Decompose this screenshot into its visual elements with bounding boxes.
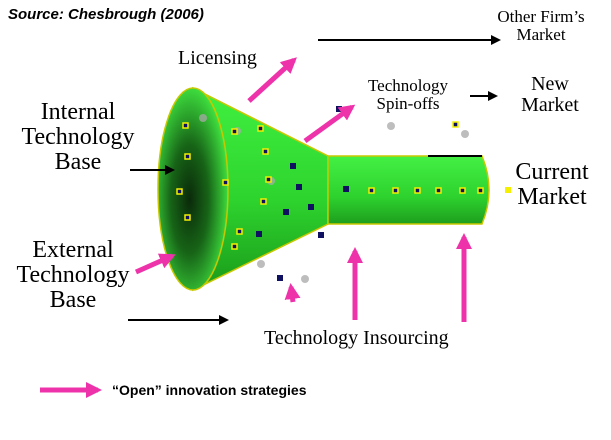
label-line: Base — [54, 149, 102, 176]
idea-dot — [260, 198, 267, 205]
fuzzy-dot — [301, 275, 309, 283]
label-line: Technology — [21, 124, 135, 151]
label-line: Base — [49, 287, 97, 314]
label-line: New — [531, 73, 569, 95]
funnel-mouth — [157, 87, 229, 291]
arrow-insourcing-1 — [284, 283, 301, 303]
idea-dot — [222, 179, 229, 186]
idea-dot — [435, 187, 442, 194]
arrow-external-inflow — [134, 253, 176, 275]
funnel-tube — [327, 155, 490, 225]
label-line: Market — [516, 24, 566, 44]
idea-dot — [176, 188, 183, 195]
idea-dot — [290, 163, 296, 169]
label-line: External — [32, 237, 114, 263]
source-citation: Source: Chesbrough (2006) — [8, 6, 204, 23]
label-technology-spin-offs: Technology Spin-offs — [352, 77, 464, 113]
black-arrows — [128, 35, 501, 325]
arrow-licensing — [247, 57, 297, 103]
arrow-spin-offs — [303, 104, 356, 144]
fuzzy-dot — [199, 114, 207, 122]
label-line: Technology — [367, 76, 448, 95]
idea-dot — [296, 184, 302, 190]
label-technology-insourcing: Technology Insourcing — [264, 327, 449, 349]
fuzzy-dot — [461, 130, 469, 138]
idea-dot — [343, 186, 349, 192]
fuzzy-dot — [387, 122, 395, 130]
idea-dot — [184, 214, 191, 221]
legend-label: “Open” innovation strategies — [112, 382, 307, 398]
label-line: Technology — [16, 262, 130, 289]
label-other-firms-market: Other Firm’s Market — [478, 8, 604, 44]
label-new-market: New Market — [500, 74, 600, 116]
idea-dot — [262, 148, 269, 155]
idea-dot — [277, 275, 283, 281]
idea-dot — [182, 122, 189, 129]
idea-dot — [318, 232, 324, 238]
label-external-technology-base: External Technology Base — [0, 237, 146, 314]
idea-dot — [477, 187, 484, 194]
fuzzy-dot — [257, 260, 265, 268]
label-line: Market — [517, 184, 587, 211]
idea-dot — [368, 187, 375, 194]
idea-dot — [257, 125, 264, 132]
idea-dot — [336, 106, 342, 112]
funnel — [157, 86, 490, 292]
label-current-market: Current Market — [500, 159, 604, 211]
idea-dot — [452, 121, 459, 128]
idea-dot — [231, 243, 238, 250]
label-internal-technology-base: Internal Technology Base — [8, 99, 148, 176]
idea-dot — [184, 153, 191, 160]
idea-dot — [265, 176, 272, 183]
label-line: Current — [515, 159, 589, 185]
idea-dot — [392, 187, 399, 194]
label-licensing: Licensing — [178, 47, 257, 69]
idea-dot — [231, 128, 238, 135]
idea-dot — [236, 228, 243, 235]
idea-dot — [414, 187, 421, 194]
idea-dot — [256, 231, 262, 237]
market-yellow-square — [505, 187, 511, 193]
label-line: Other Firm’s — [497, 7, 585, 26]
idea-dot — [283, 209, 289, 215]
label-line: Spin-offs — [376, 93, 440, 113]
label-line: Market — [521, 94, 579, 116]
label-line: Internal — [40, 99, 116, 125]
idea-dots-yellow — [176, 121, 484, 250]
open-innovation-arrows — [40, 57, 472, 398]
idea-dot — [308, 204, 314, 210]
idea-dot — [459, 187, 466, 194]
